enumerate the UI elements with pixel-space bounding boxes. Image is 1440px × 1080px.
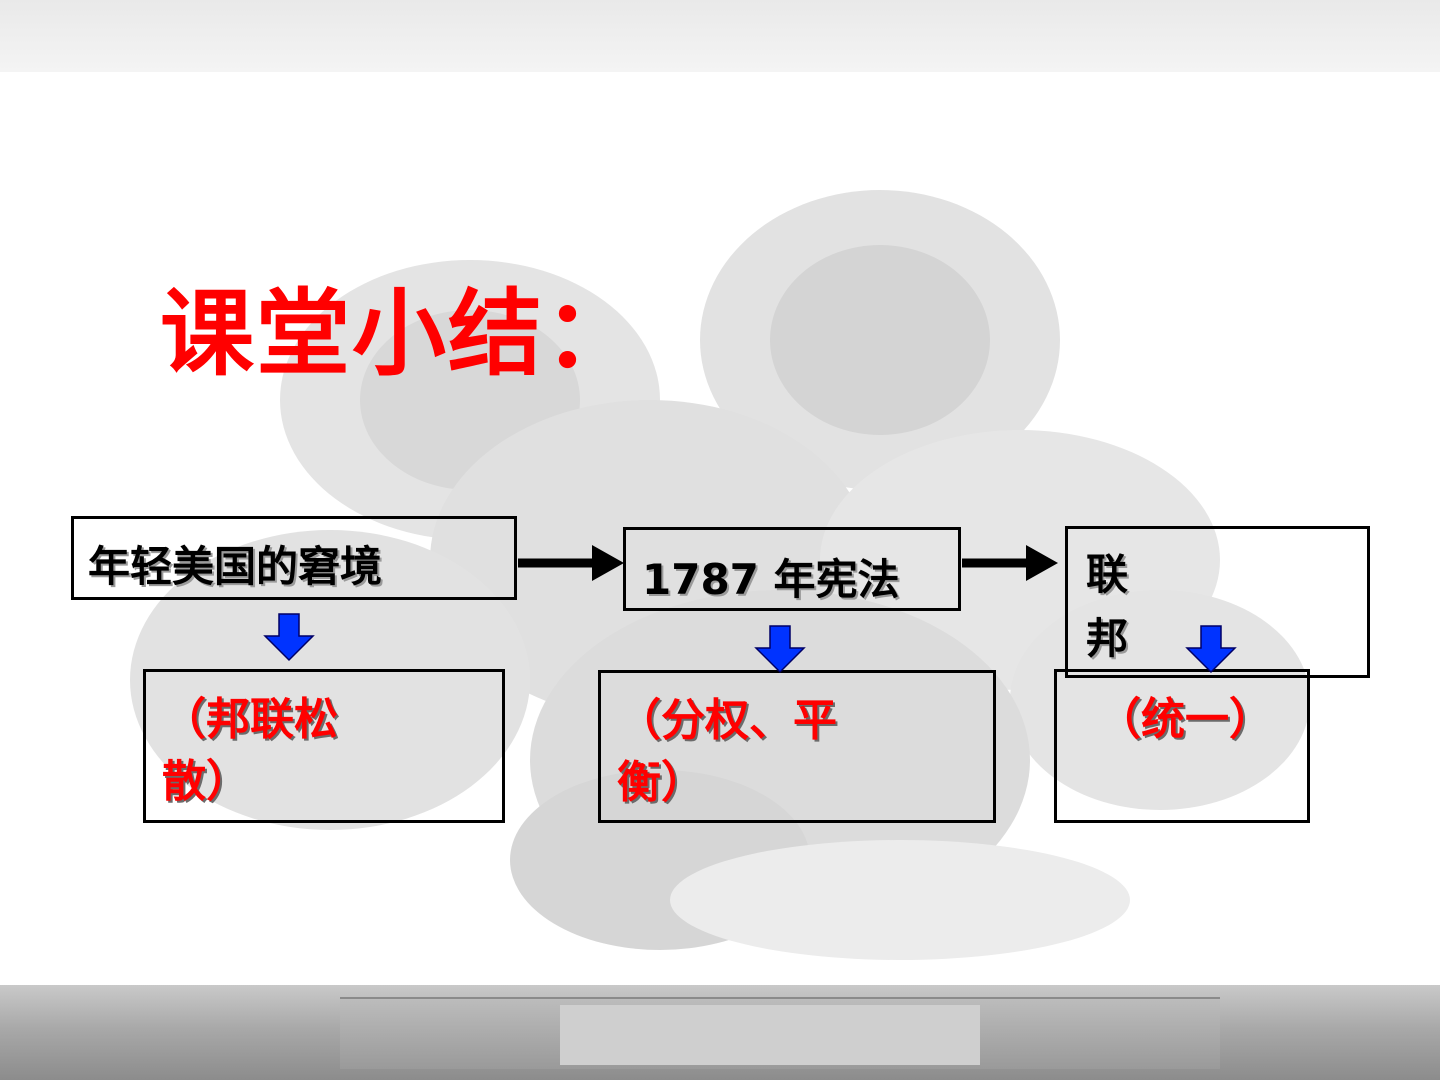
result-unity-text: （统一） — [1097, 694, 1273, 745]
wall-shape — [560, 1005, 980, 1065]
bottom-band-image — [0, 985, 1440, 1080]
slide-title: 课堂小结： — [160, 280, 641, 389]
down-arrow-1 — [263, 613, 315, 662]
box-result-balance: （分权、平 衡） — [598, 670, 996, 823]
box-young-america: 年轻美国的窘境 — [71, 516, 517, 600]
box-federal-text-line1: 联 — [1086, 550, 1129, 599]
result-balance-line1: （分权、平 — [617, 695, 837, 746]
box-result-loose: （邦联松 散） — [143, 669, 505, 823]
right-arrow-2 — [962, 545, 1058, 581]
right-arrow-1 — [518, 545, 624, 581]
box-federal: 联 邦 — [1065, 526, 1370, 678]
box-young-america-text: 年轻美国的窘境 — [88, 542, 383, 591]
down-arrow-2 — [754, 625, 806, 674]
box-federal-text-line2: 邦 — [1086, 614, 1129, 663]
box-result-unity: （统一） — [1054, 669, 1310, 823]
result-loose-line2: 散） — [162, 756, 250, 807]
box-constitution: 1787 年宪法 — [623, 527, 961, 611]
down-arrow-3 — [1185, 625, 1237, 674]
top-band — [0, 0, 1440, 72]
result-loose-line1: （邦联松 — [162, 694, 338, 745]
box-constitution-text: 1787 年宪法 — [642, 555, 900, 604]
result-balance-line2: 衡） — [617, 757, 705, 808]
